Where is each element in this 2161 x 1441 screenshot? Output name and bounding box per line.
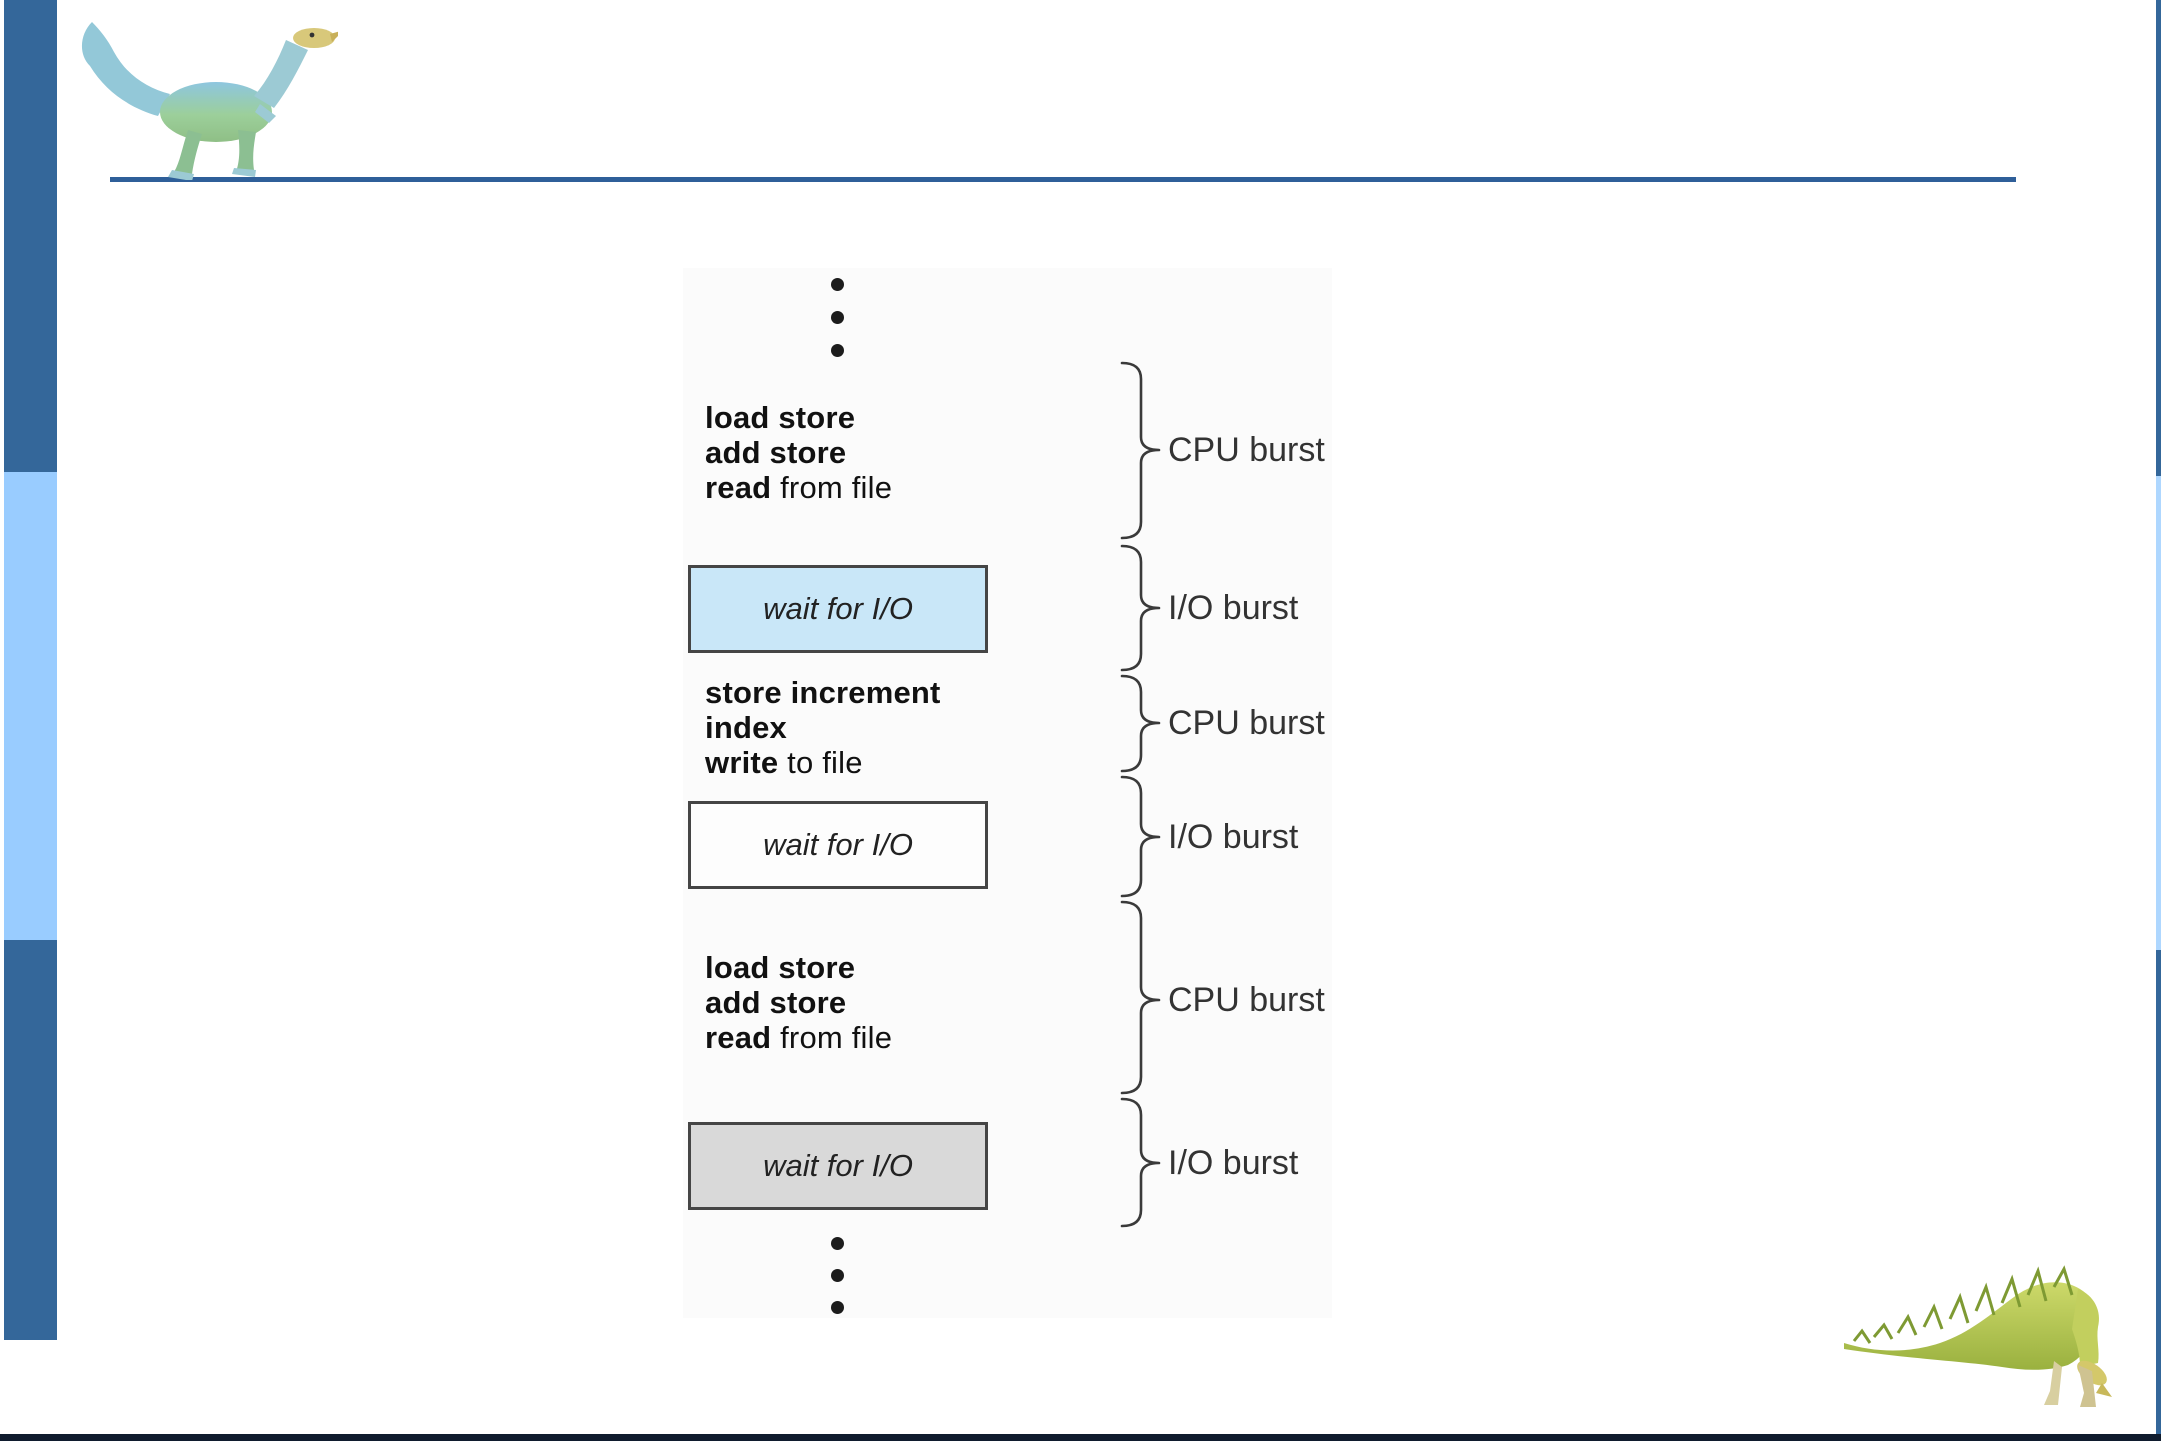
wait-for-io-box: wait for I/O	[688, 1122, 988, 1210]
code-block-cpu-burst-3: load store add store read from file	[705, 950, 892, 1055]
code-line: index	[705, 710, 787, 745]
right-edge-strip-bottom	[2156, 950, 2161, 1434]
dinosaur-logo-icon	[81, 22, 338, 180]
code-line: load store	[705, 950, 856, 985]
footer-rule	[0, 1434, 2161, 1441]
ellipsis-dot	[831, 1301, 844, 1314]
wait-for-io-box: wait for I/O	[688, 801, 988, 889]
right-edge-strip-middle	[2156, 476, 2161, 950]
burst-label: I/O burst	[1168, 589, 1299, 627]
code-line: read from file	[705, 1020, 893, 1055]
sidebar-segment-bottom	[4, 940, 57, 1340]
code-block-cpu-burst-2: store increment index write to file	[705, 675, 941, 780]
ellipsis-dot	[831, 278, 844, 291]
code-line: add store	[705, 435, 847, 470]
code-line: add store	[705, 985, 847, 1020]
code-block-cpu-burst-1: load store add store read from file	[705, 400, 892, 505]
brace-io-burst-3	[1120, 1097, 1161, 1228]
burst-label: CPU burst	[1168, 431, 1325, 469]
burst-label: CPU burst	[1168, 981, 1325, 1019]
wait-for-io-label: wait for I/O	[763, 591, 913, 626]
wait-for-io-label: wait for I/O	[763, 827, 913, 862]
brace-io-burst-2	[1120, 775, 1161, 898]
ellipsis-dot	[831, 344, 844, 357]
code-line: write to file	[705, 745, 863, 780]
burst-label: CPU burst	[1168, 704, 1325, 742]
right-edge-strip-top	[2156, 0, 2161, 476]
ellipsis-dot	[831, 1237, 844, 1250]
brace-cpu-burst-3	[1120, 900, 1161, 1095]
header-divider-rule	[110, 177, 2016, 182]
brace-cpu-burst-1	[1120, 361, 1161, 540]
ellipsis-dot	[831, 311, 844, 324]
ellipsis-dot	[831, 1269, 844, 1282]
burst-label: I/O burst	[1168, 818, 1299, 856]
sidebar-segment-middle	[4, 472, 57, 940]
brace-cpu-burst-2	[1120, 674, 1161, 773]
code-line: store increment	[705, 675, 941, 710]
wait-for-io-label: wait for I/O	[763, 1148, 913, 1183]
code-line: load store	[705, 400, 856, 435]
burst-label: I/O burst	[1168, 1144, 1299, 1182]
brace-io-burst-1	[1120, 544, 1161, 672]
sidebar-segment-top	[4, 0, 57, 472]
wait-for-io-box: wait for I/O	[688, 565, 988, 653]
dinosaur-logo-icon	[1844, 1265, 2112, 1407]
code-line: read from file	[705, 470, 893, 505]
